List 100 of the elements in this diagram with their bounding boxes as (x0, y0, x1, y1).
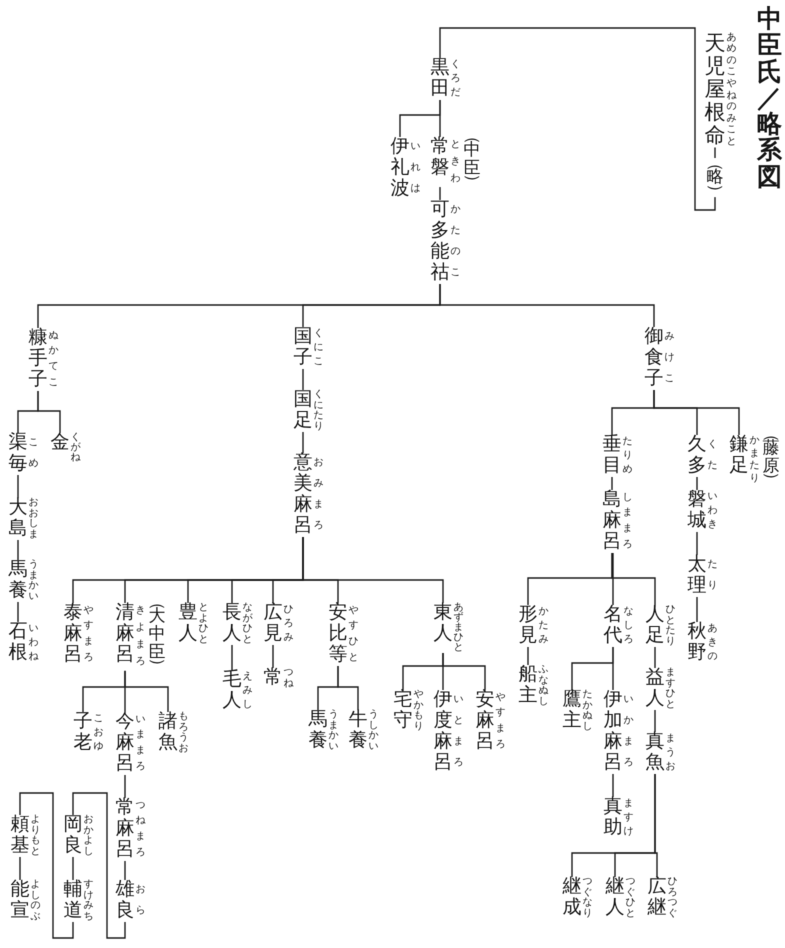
furigana-reading: きよまろ (136, 604, 146, 670)
person-name: 益人 (646, 668, 664, 710)
person-name: 久多 (688, 435, 706, 477)
person-name: 広見 (264, 603, 282, 645)
person-name: 渠毎 (8, 433, 28, 475)
person-name: 真魚 (646, 732, 664, 774)
lineage-line (302, 368, 304, 390)
lineage-line (37, 390, 61, 433)
lineage-line (612, 772, 614, 797)
furigana-reading: あきの (708, 622, 718, 664)
person-name: 鎌足 (730, 435, 748, 477)
furigana-reading: いわね (28, 622, 38, 664)
furigana-reading: いわき (708, 490, 718, 532)
furigana-reading: やすまろ (84, 604, 94, 665)
lineage-line (696, 476, 698, 490)
person-name: 島麻呂 (602, 490, 622, 553)
furigana-reading: うまかい (28, 560, 38, 602)
furigana-reading: あずまひと (454, 603, 464, 653)
person-name: 名代 (604, 605, 622, 647)
furigana-reading: くにこ (314, 327, 324, 369)
person-name: 岡良 (64, 815, 82, 857)
person-name: 雄良 (116, 880, 134, 922)
furigana-reading: ふなぬし (538, 665, 548, 707)
lineage-line (696, 531, 698, 555)
person-name: 垂目 (602, 435, 622, 477)
furigana-reading: ひろつぐ (668, 877, 678, 919)
person-name: 長人 (222, 603, 242, 645)
furigana-reading: いとまろ (454, 693, 464, 770)
person-name: 形見 (518, 605, 538, 647)
lineage-line (439, 99, 441, 137)
furigana-reading: しままろ (622, 490, 632, 552)
clan-note: （中臣） (464, 131, 480, 188)
furigana-reading: ますひと (666, 668, 676, 710)
lineage-line (612, 552, 614, 605)
furigana-reading: つぐひと (626, 877, 636, 919)
furigana-reading: くた (708, 438, 718, 474)
person-name: 大島 (8, 498, 28, 540)
furigana-reading: つね (284, 668, 294, 689)
lineage-line (72, 856, 74, 880)
lineage-line (612, 646, 614, 690)
furigana-reading: ますけ (624, 797, 634, 839)
person-name: 輔道 (64, 880, 82, 922)
furigana-reading: やかもり (414, 690, 424, 732)
furigana-reading: かまたり (750, 435, 760, 486)
furigana-reading: やすまろ (496, 690, 506, 752)
furigana-reading: かたのこ (450, 203, 460, 280)
lineage-line (19, 856, 21, 880)
lineage-line (611, 552, 656, 605)
furigana-reading: ひとたり (666, 605, 676, 647)
furigana-reading: つぐなり (582, 877, 592, 919)
furigana-reading: いままろ (136, 712, 146, 774)
furigana-reading: ながひと (242, 603, 252, 645)
person-name: 頼基 (10, 815, 30, 857)
furigana-reading: おかよし (84, 815, 94, 857)
furigana-reading: すけみち (84, 880, 94, 922)
furigana-reading: なしろ (624, 605, 634, 647)
furigana-reading: よしのぶ (30, 880, 40, 922)
furigana-reading: ひろみ (284, 603, 294, 645)
person-name: 諸魚 (158, 712, 178, 754)
lineage-line (124, 860, 126, 880)
person-name: 東人 (434, 603, 452, 645)
furigana-reading: まうお (666, 732, 676, 774)
person-name: 人足 (646, 605, 664, 647)
lineage-line (124, 670, 169, 712)
lineage-line (696, 596, 698, 622)
furigana-reading: たかぬし (582, 690, 592, 732)
furigana-reading: うしかい (368, 710, 378, 752)
lineage-line (439, 284, 655, 327)
lineage-line (231, 644, 233, 670)
person-name: 黒田 (430, 58, 450, 100)
lineage-line (611, 476, 613, 490)
lineage-line (442, 653, 486, 690)
person-name: 毛人 (222, 670, 242, 712)
person-name: 磐城 (688, 490, 706, 532)
person-name: 継人 (606, 877, 624, 919)
person-name: 豊人 (178, 603, 198, 645)
person-name: 馬養 (8, 560, 28, 602)
lineage-line (654, 646, 656, 668)
person-name: 太理 (688, 555, 706, 597)
clan-note: （藤原） (762, 429, 780, 486)
lineage-line (654, 774, 658, 877)
furigana-reading: あめのこやねのみこと (726, 32, 736, 148)
furigana-reading: いれは (410, 140, 420, 196)
furigana-reading: とよひと (198, 603, 208, 645)
furigana-reading: おみまろ (314, 456, 324, 534)
person-name: 天児屋根命 (704, 32, 726, 148)
furigana-reading: かたみ (538, 605, 548, 647)
person-name: 国足 (294, 390, 312, 432)
person-name: 国子 (294, 327, 312, 369)
furigana-reading: ぬかてこ (48, 328, 58, 390)
furigana-reading: うまかい (328, 710, 338, 752)
lineage-line (439, 27, 716, 211)
furigana-reading: おら (136, 883, 146, 918)
lineage-line (19, 792, 74, 939)
furigana-reading: くろだ (450, 58, 460, 100)
lineage-line (272, 644, 274, 668)
furigana-reading: たりめ (622, 435, 632, 477)
furigana-reading: こめ (28, 436, 38, 472)
lineage-line (302, 536, 444, 603)
lineage-line (527, 646, 529, 665)
